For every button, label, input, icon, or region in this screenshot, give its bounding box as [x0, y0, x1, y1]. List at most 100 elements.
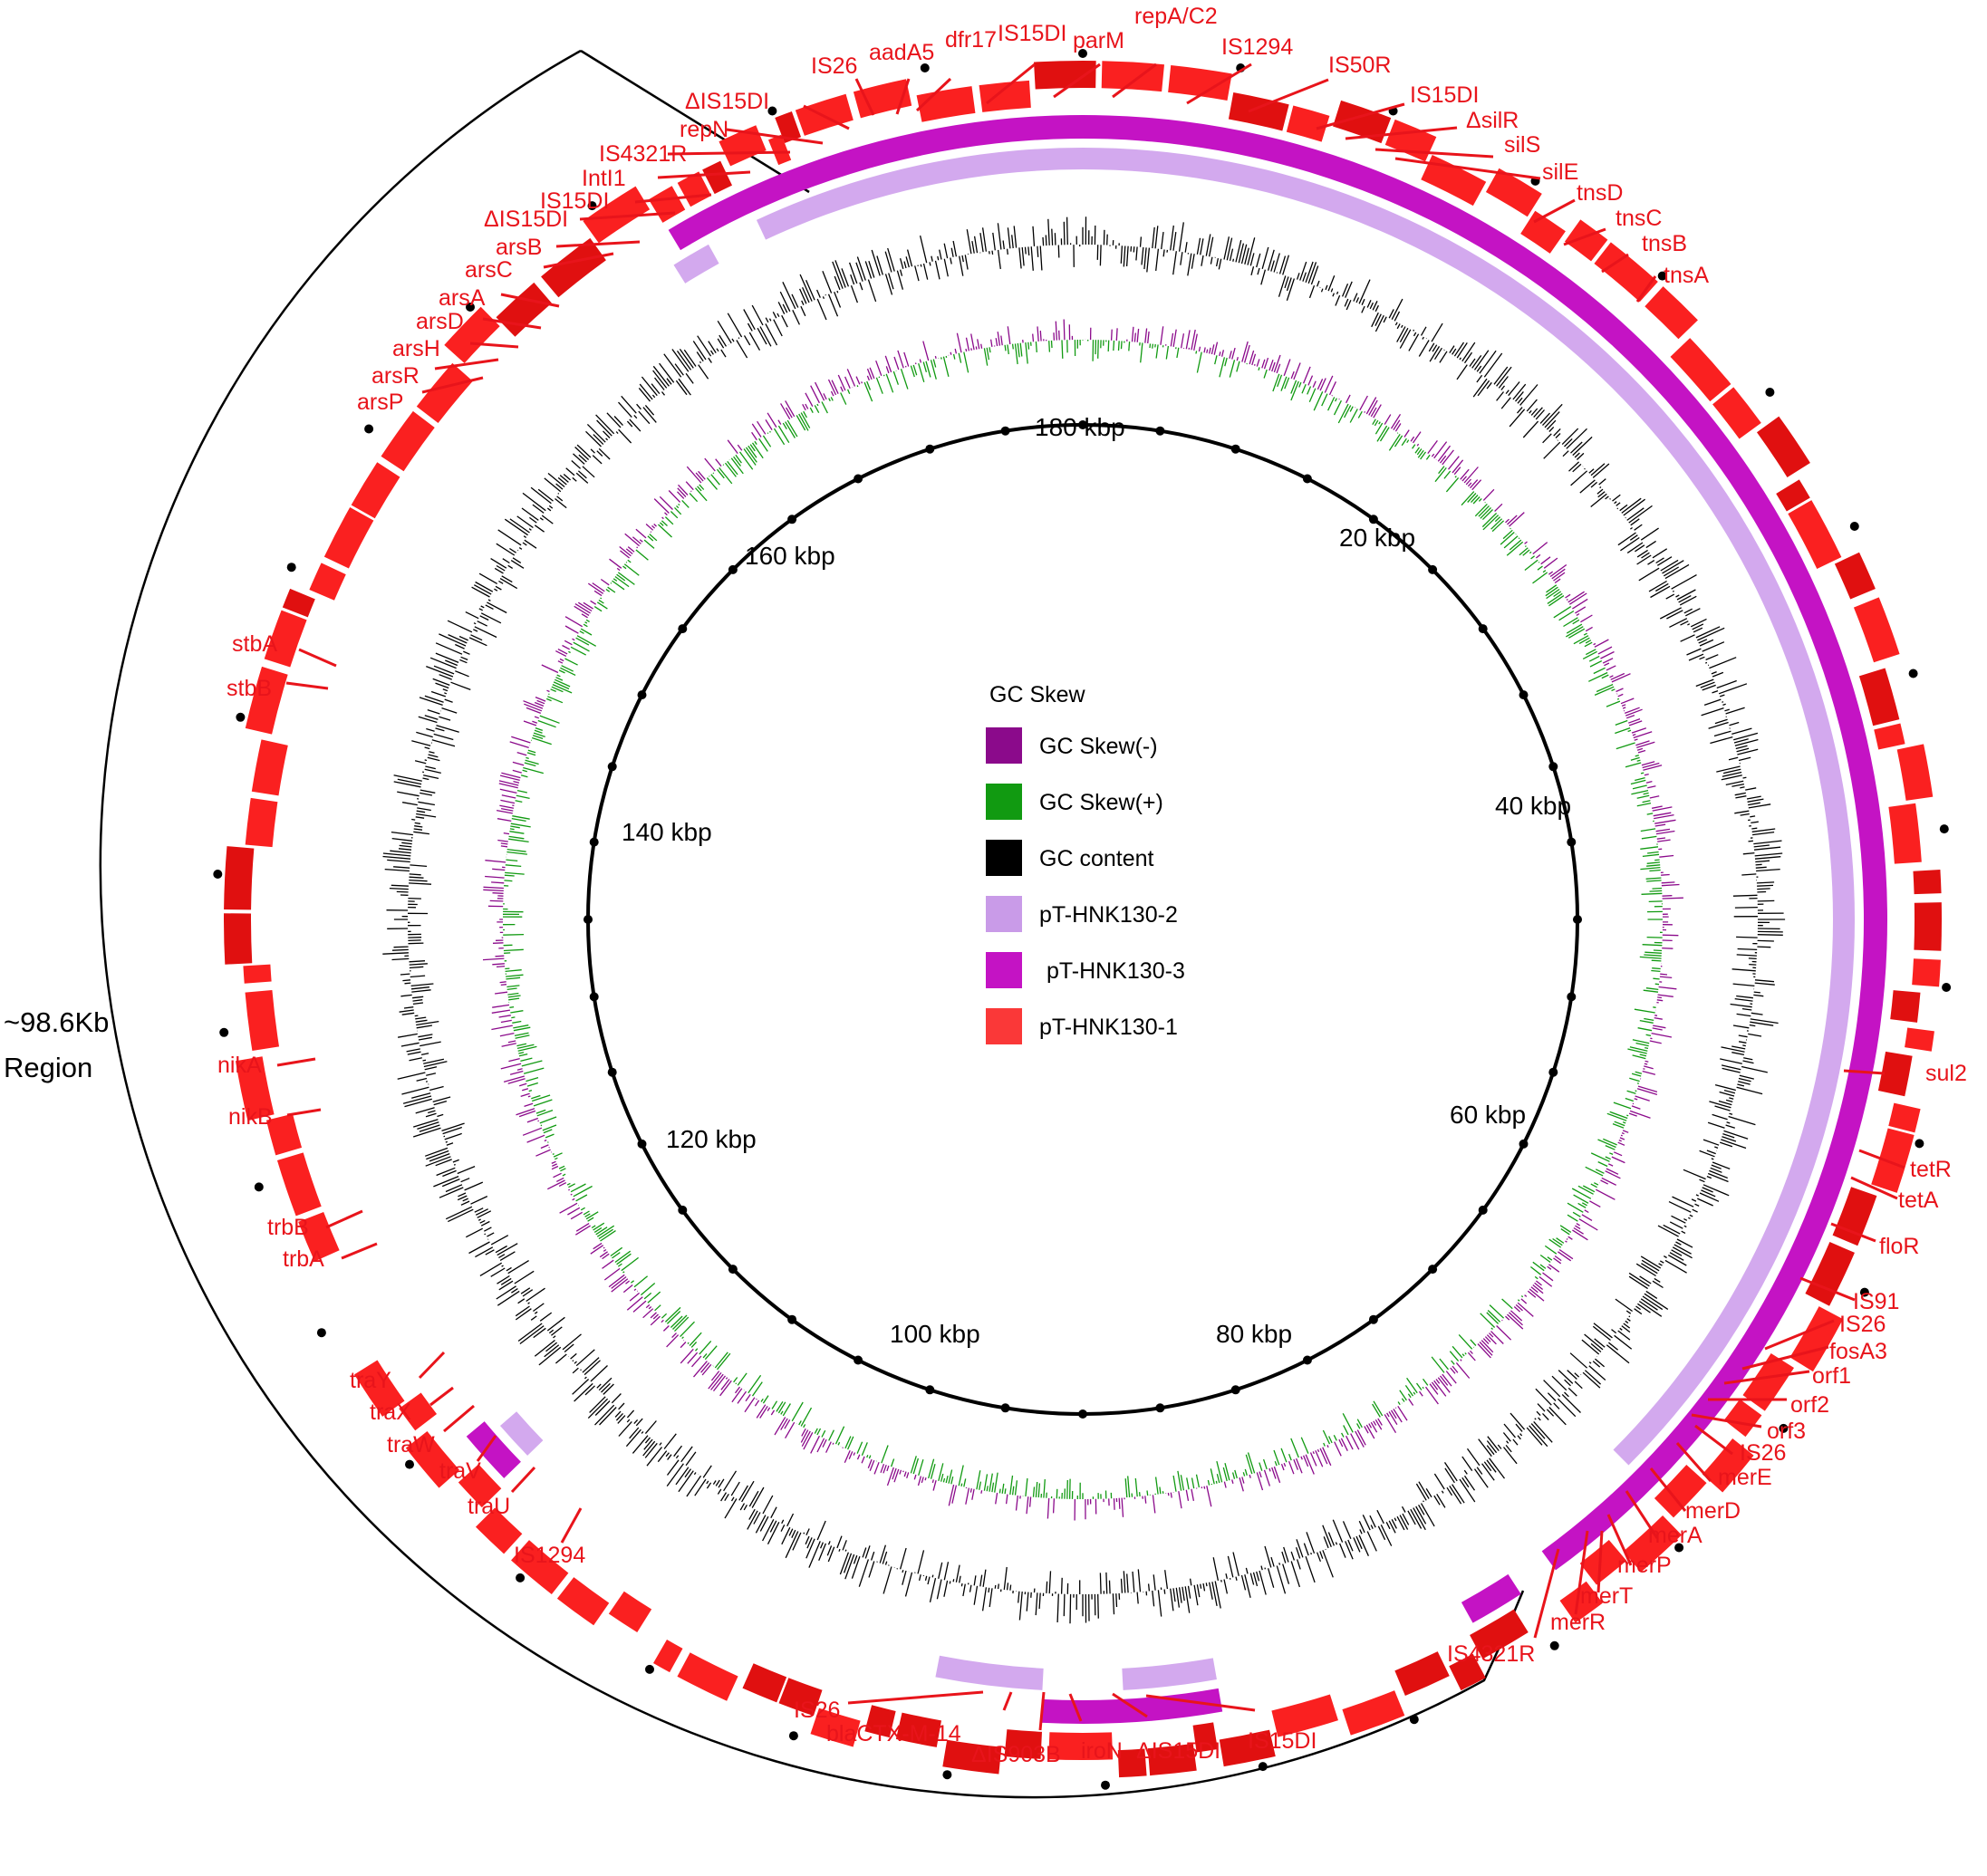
region-label-line2: Region	[4, 1052, 92, 1083]
gene-block	[309, 563, 346, 601]
tick-dot	[589, 837, 599, 847]
tick-dot	[1000, 1403, 1010, 1413]
gene-block	[1853, 597, 1900, 663]
kbp-label-40: 40 kbp	[1495, 792, 1571, 820]
gene-block	[1271, 1694, 1338, 1737]
leader-IS15DI-top	[986, 63, 1036, 105]
gene-label-silR: ΔsilR	[1466, 108, 1519, 133]
gene-label-tnsA: tnsA	[1664, 263, 1709, 288]
tick-dot	[1428, 1265, 1438, 1275]
leader-tnsB	[1601, 253, 1629, 274]
gene-block	[1914, 902, 1942, 951]
leader-IS4321R-low	[1533, 1548, 1560, 1639]
legend-swatch-gc-content	[986, 840, 1022, 876]
leader-arsC	[543, 252, 614, 269]
gene-marker	[767, 106, 777, 116]
gene-block	[1449, 1653, 1486, 1691]
gene-label-IS903B: ΔIS903B	[971, 1742, 1061, 1767]
tick-dot	[1000, 426, 1010, 436]
gene-block	[1004, 1729, 1042, 1759]
tick-dot	[607, 762, 617, 772]
gene-block	[810, 1708, 861, 1747]
gene-block	[1742, 1352, 1794, 1411]
legend-swatch-gc-skew-minus	[986, 727, 1022, 764]
gene-label-fosA3: fosA3	[1829, 1339, 1887, 1364]
gene-block	[778, 1678, 823, 1717]
gene-label-arsA: arsA	[439, 285, 486, 311]
gene-label-IS15DI-top: IS15DI	[998, 21, 1066, 46]
ring3-segment	[466, 1421, 521, 1478]
region-outline	[99, 49, 1525, 1799]
tick-dot	[607, 1067, 617, 1077]
gene-label-IS1294-bottom: IS1294	[514, 1543, 585, 1568]
tick-dot	[1548, 762, 1558, 772]
leader-merA	[1625, 1490, 1659, 1539]
leader-merD	[1649, 1467, 1687, 1512]
leader-merR	[1574, 1530, 1589, 1615]
gene-label-arsP: arsP	[357, 390, 403, 415]
gene-block	[1520, 210, 1566, 254]
legend-label-gc-skew-minus: GC Skew(-)	[1039, 734, 1158, 759]
gene-block	[235, 1056, 275, 1121]
leader-iroN	[1068, 1693, 1083, 1722]
gene-label-merT: merT	[1580, 1583, 1633, 1609]
tick-dot	[1548, 1067, 1558, 1077]
legend-swatch-pT-HNK130-3	[986, 952, 1022, 988]
ring3-segment	[1461, 1573, 1521, 1623]
gene-block	[245, 990, 280, 1052]
legend-swatch-gc-skew-plus	[986, 784, 1022, 820]
leader-dIS15DI-top	[803, 104, 850, 130]
leader-aadA5	[895, 78, 911, 115]
kbp-label-80: 80 kbp	[1216, 1320, 1292, 1348]
tick-dot	[1478, 624, 1488, 634]
tick-dot	[678, 624, 688, 634]
gene-block	[264, 610, 307, 668]
gene-block	[1394, 1651, 1450, 1697]
gene-label-IS15DI-right: IS15DI	[1410, 82, 1479, 108]
gene-block	[475, 1507, 523, 1554]
gene-label-arsD: arsD	[416, 309, 464, 334]
gene-label-merA: merA	[1648, 1523, 1702, 1548]
leader-blaCTX	[1002, 1691, 1013, 1711]
gene-marker	[466, 303, 475, 312]
leader-arsP	[421, 376, 484, 394]
gene-block	[864, 1705, 896, 1738]
tick-dot	[787, 515, 797, 524]
tick-dot	[637, 1139, 647, 1149]
gene-block	[245, 666, 288, 735]
gene-marker	[1657, 271, 1667, 281]
gene-marker	[1939, 824, 1949, 834]
gene-label-tnsB: tnsB	[1642, 231, 1687, 256]
gene-block	[583, 186, 651, 244]
ring-pT-HNK130-2	[499, 148, 1856, 1690]
gene-marker	[1779, 1423, 1789, 1433]
tick-dot	[925, 1385, 935, 1395]
leader-fosA3	[1741, 1345, 1829, 1371]
legend-label-pT-HNK130-1: pT-HNK130-1	[1039, 1015, 1178, 1040]
tick-dot	[854, 474, 863, 484]
leader-silR	[1345, 126, 1458, 140]
gene-label-repA-C2: repA/C2	[1134, 4, 1218, 29]
gene-label-IS4321R-left: IS4321R	[599, 141, 687, 167]
gene-marker	[1859, 1287, 1869, 1297]
gene-block	[608, 1591, 652, 1632]
gene-block	[895, 1712, 941, 1747]
leader-IS903B	[1038, 1691, 1046, 1731]
gene-label-dIS15DI-left: ΔIS15DI	[484, 207, 568, 232]
leader-trbA	[341, 1242, 378, 1260]
gene-block	[1147, 1743, 1197, 1776]
leader-sul2	[1843, 1069, 1886, 1075]
ring2-segment	[673, 244, 719, 284]
gene-label-trbA: trbA	[283, 1246, 324, 1272]
gene-block	[298, 1212, 340, 1262]
leader-IS26-mid	[1764, 1319, 1835, 1351]
gene-block	[1702, 1438, 1754, 1493]
leader-parM	[1053, 63, 1101, 99]
gene-block	[351, 462, 400, 519]
legend: GC Skew GC Skew(-) GC Skew(+) GC content…	[986, 682, 1185, 1044]
tick-dot	[1519, 690, 1529, 700]
leader-stbA	[298, 648, 337, 668]
leader-nikB	[286, 1108, 322, 1117]
gene-block	[1623, 1515, 1682, 1573]
leader-silE	[1394, 157, 1541, 180]
